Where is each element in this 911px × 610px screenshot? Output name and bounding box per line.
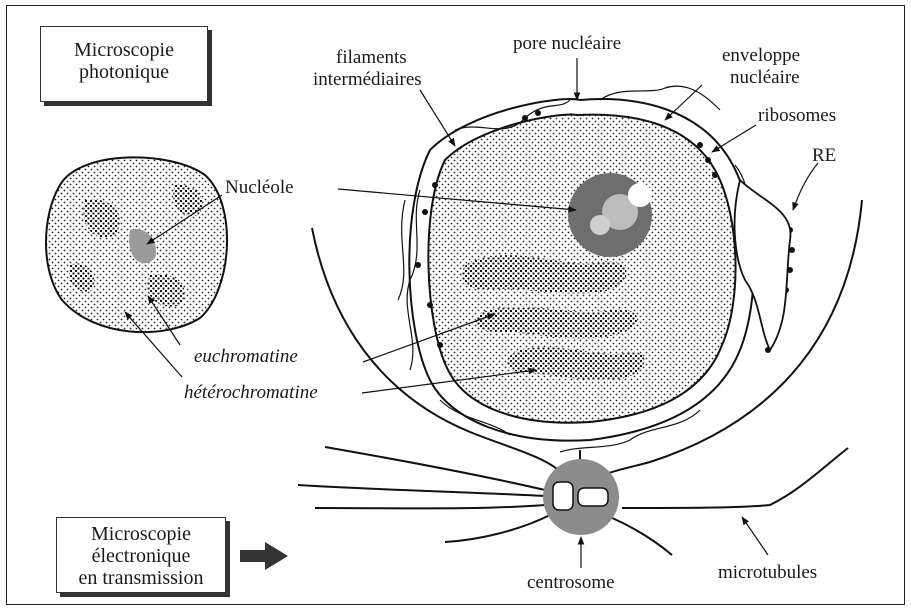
label-ribosomes: ribosomes <box>758 106 836 126</box>
label-envelope-2: nucléaire <box>730 68 800 88</box>
label-filaments-2: intermédiaires <box>313 70 422 90</box>
electronic-box-line2: électronique <box>57 545 225 567</box>
label-pore: pore nucléaire <box>513 34 621 54</box>
label-filaments-1: filaments <box>336 48 407 68</box>
em-nucleus <box>398 86 795 452</box>
electronic-box-line1: Microscopie <box>57 523 225 545</box>
electronic-box: Microscopie électronique en transmission <box>56 517 226 593</box>
label-heterochromatine: hétérochromatine <box>184 383 318 403</box>
label-nucleole: Nucléole <box>225 178 294 198</box>
photonic-box-line2: photonique <box>41 61 207 83</box>
photonic-box-line1: Microscopie <box>41 39 207 61</box>
label-euchromatine: euchromatine <box>194 347 298 367</box>
label-envelope-1: enveloppe <box>722 46 800 66</box>
label-microtubules: microtubules <box>718 563 817 583</box>
label-re: RE <box>812 146 836 166</box>
electronic-box-line3: en transmission <box>57 567 225 589</box>
photonic-box: Microscopie photonique <box>40 26 208 102</box>
em-box-arrow <box>240 542 288 570</box>
light-microscopy-nucleus <box>46 157 227 332</box>
label-centrosome: centrosome <box>527 573 615 593</box>
centrosome-graphic <box>543 459 619 535</box>
